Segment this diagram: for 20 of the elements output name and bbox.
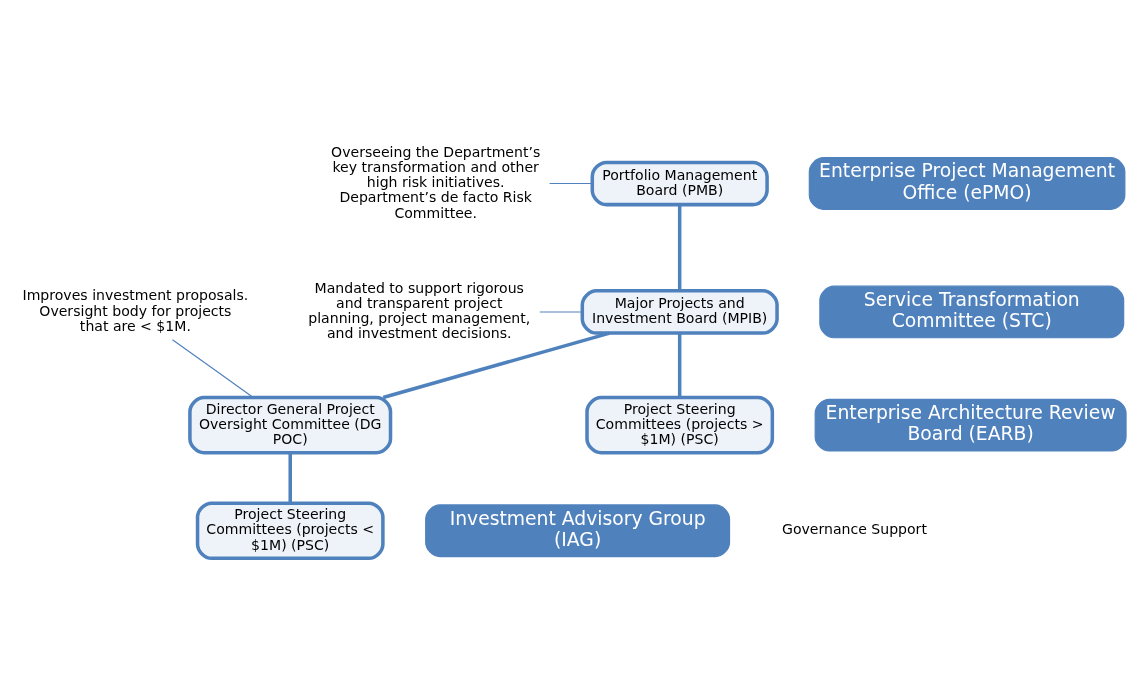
connector [677,333,682,398]
node-box: Project Steering Committees (projects < $1M) (PSC) [195,501,385,561]
connector [171,339,254,398]
node-box: Investment Advisory Group (IAG) [425,504,731,558]
connector [549,182,593,185]
node-text: Overseeing the Department’s key transformation and other high risk initiatives. Department’s de facto Risk Committee. [331,143,541,221]
connector [382,331,611,400]
node-box: Portfolio Management Board (PMB) [590,160,769,207]
connector [677,204,682,291]
node-text: Improves investment proposals. Oversight body for projects that are < $1M. [22,287,249,334]
connector [288,452,292,504]
node-box: Service Transformation Committee (STC) [819,285,1125,339]
connector [539,311,583,313]
node-box: Director General Project Oversight Committee (DG POC) [188,395,393,455]
label: Governance Support [782,521,927,538]
node-box: Project Steering Committees (projects > $1M) (PSC) [585,395,775,455]
node-box: Enterprise Project Management Office (ePMO) [808,157,1126,210]
node-box: Enterprise Architecture Review Board (EARB) [814,398,1127,452]
node-box: Major Projects and Investment Board (MPIB) [580,289,779,335]
node-text: Mandated to support rigorous and transparent project planning, project management, and investment decisions. [308,279,531,342]
